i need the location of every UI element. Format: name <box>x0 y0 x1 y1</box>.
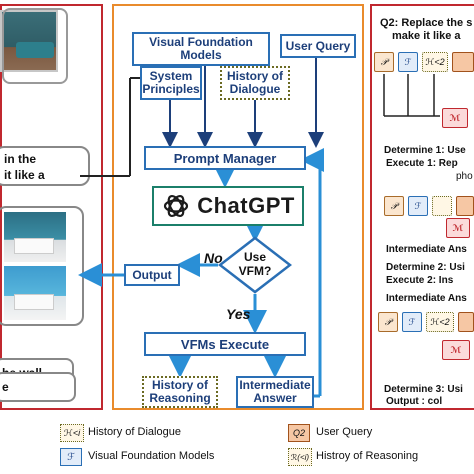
vfms-execute-box: VFMs Execute <box>144 332 306 356</box>
model-token-icon: ℳ <box>442 108 468 128</box>
legend-vfm-label: Visual Foundation Models <box>88 450 215 462</box>
vfms-execute-label: VFMs Execute <box>180 336 270 352</box>
decision-diamond-shape <box>218 236 292 294</box>
visual-foundation-models-box: Visual Foundation Models <box>132 32 270 66</box>
prompt-manager-box: Prompt Manager <box>144 146 306 170</box>
token-row1-arrows <box>383 74 440 117</box>
intermediate-answer-box: Intermediate Answer <box>236 376 314 408</box>
legend-vfm-symbol: ℱ <box>67 451 75 463</box>
image-bubble-frame-top <box>2 8 68 84</box>
legend-history-dialogue-icon: ℋ<i <box>60 424 84 442</box>
legend-user-query-symbol: Q2 <box>292 428 305 438</box>
user-query-label: User Query <box>285 38 351 53</box>
legend-history-reasoning-label: Histroy of Reasoning <box>316 450 419 462</box>
output-line: Output : col <box>386 396 443 407</box>
legend-user-query-icon: Q2 <box>288 424 310 442</box>
result-image-1 <box>4 212 66 262</box>
output-label: Output <box>132 267 172 282</box>
history-token-icon: ℋ<2 <box>422 52 448 72</box>
system-principles-box: System Principles <box>140 66 202 100</box>
legend-history-reasoning-icon: ℛ(<i) <box>288 448 312 466</box>
query-token-icon-3 <box>458 312 474 332</box>
intermediate-answer-1: Intermediate Ans <box>386 244 467 255</box>
legend-history-reasoning-symbol: ℛ(<i) <box>290 452 310 462</box>
execute-2-line: Execute 2: Ins <box>386 275 454 286</box>
history-of-reasoning-label: History of Reasoning <box>149 378 211 405</box>
prompt-token-icon-2: 𝒫 <box>384 196 404 216</box>
q2-line1: Q2: Replace the s <box>380 17 473 29</box>
output-box: Output <box>124 264 180 286</box>
reply-bubble-3-text: e <box>2 380 9 394</box>
q2-line2: make it like a <box>392 30 461 42</box>
intermediate-answer-2: Intermediate Ans <box>386 293 467 304</box>
vfm-token-icon-3: ℱ <box>402 312 422 332</box>
model-token-icon-3: ℳ <box>442 340 470 360</box>
legend-history-dialogue-symbol: ℋ<i <box>63 427 81 438</box>
legend-user-query-label: User Query <box>316 426 373 438</box>
chatgpt-label: ChatGPT <box>197 193 295 218</box>
visual-foundation-models-label: Visual Foundation Models <box>149 35 253 62</box>
model-token-icon-2: ℳ <box>446 218 470 238</box>
prompt-token-icon-3: 𝒫 <box>378 312 398 332</box>
user-query-bubble-line2: it like a <box>4 168 45 182</box>
legend-history-dialogue-label: History of Dialogue <box>88 426 181 438</box>
determine-1-line: Determine 1: Use <box>384 145 466 156</box>
history-of-reasoning-box: History of Reasoning <box>142 376 218 408</box>
openai-logo-icon <box>164 194 189 218</box>
prompt-manager-label: Prompt Manager <box>173 150 277 166</box>
query-token-icon <box>452 52 474 72</box>
execute-1-line: Execute 1: Rep <box>386 158 458 169</box>
result-image-2 <box>4 266 66 320</box>
yes-label: Yes <box>226 306 251 322</box>
prompt-token-icon: 𝒫 <box>374 52 394 72</box>
history-of-dialogue-box: History of Dialogue <box>220 66 290 100</box>
determine-2-line: Determine 2: Usi <box>386 262 465 273</box>
use-vfm-label: Use VFM? <box>238 250 272 278</box>
use-vfm-decision: Use VFM? <box>218 236 292 294</box>
chatgpt-box: ChatGPT <box>152 186 304 226</box>
vfm-token-icon-2: ℱ <box>408 196 428 216</box>
legend-vfm-icon: ℱ <box>60 448 82 466</box>
user-query-bubble-line1: in the <box>4 152 36 166</box>
user-query-bubble: in the it like a <box>0 146 90 186</box>
history-token-icon-3: ℋ<2 <box>426 312 454 332</box>
living-room-image-top <box>0 10 58 72</box>
determine-3-line: Determine 3: Usi <box>384 384 463 395</box>
history-token-icon-2 <box>432 196 452 216</box>
execute-1-cont: pho <box>456 171 473 182</box>
reply-bubble-3: e <box>0 372 76 402</box>
system-principles-label: System Principles <box>142 69 200 96</box>
query-token-icon-2 <box>456 196 474 216</box>
history-of-dialogue-label: History of Dialogue <box>226 69 283 96</box>
no-label: No <box>204 250 223 266</box>
user-query-box: User Query <box>280 34 356 58</box>
intermediate-answer-label: Intermediate Answer <box>239 378 311 405</box>
vfm-token-icon: ℱ <box>398 52 418 72</box>
